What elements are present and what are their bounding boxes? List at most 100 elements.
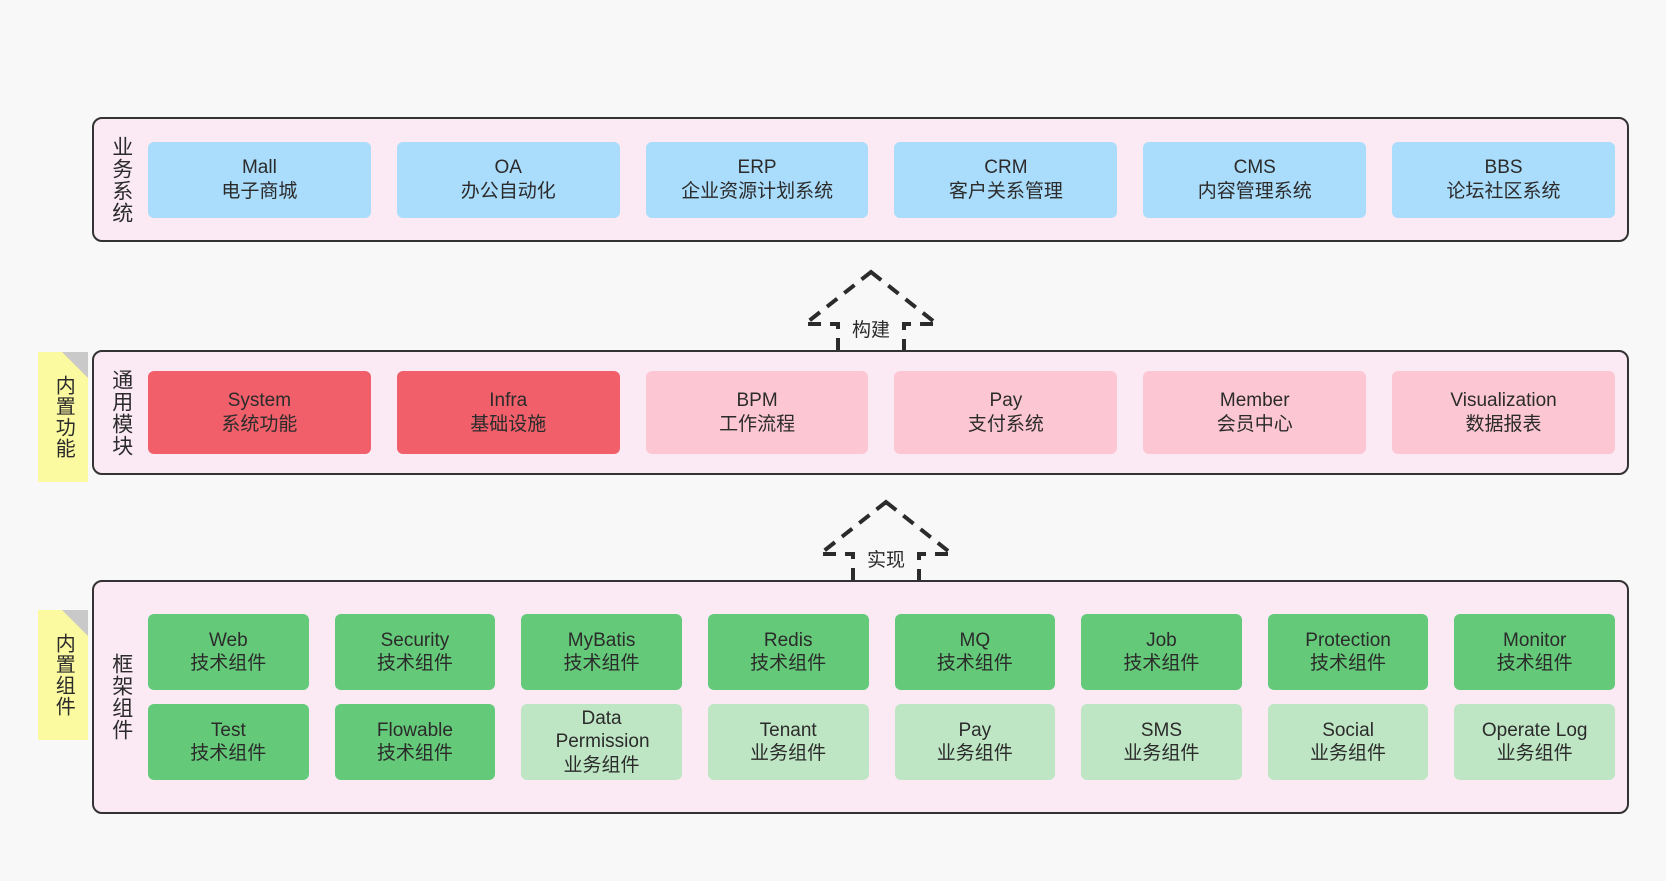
card-title: Flowable <box>376 719 453 741</box>
card-title: Data Permission <box>555 708 650 753</box>
note-label: 内置功能 <box>52 375 75 459</box>
card-mq[interactable]: MQ 技术组件 <box>894 614 1056 690</box>
card-title: BPM <box>736 390 778 412</box>
card-oa[interactable]: OA 办公自动化 <box>396 141 620 218</box>
layer-title-common-modules: 通用模块 <box>109 368 133 457</box>
card-job[interactable]: Job 技术组件 <box>1081 614 1242 690</box>
card-infra[interactable]: Infra 基础设施 <box>396 371 620 454</box>
layer-body-common-modules: System 系统功能 Infra 基础设施 BPM 工作流程 Pay 支付系统… <box>144 358 1619 467</box>
connector-build: 构建 <box>799 268 943 358</box>
card-title: Web <box>208 629 248 651</box>
card-title: CMS <box>1233 157 1276 179</box>
card-title: Job <box>1146 629 1177 651</box>
card-visualization[interactable]: Visualization 数据报表 <box>1392 371 1615 454</box>
card-subtitle: 业务组件 <box>750 743 827 764</box>
card-test[interactable]: Test 技术组件 <box>148 704 309 780</box>
card-protection[interactable]: Protection 技术组件 <box>1267 614 1429 690</box>
card-security[interactable]: Security 技术组件 <box>334 614 496 690</box>
card-subtitle: 技术组件 <box>376 653 453 674</box>
card-title: ERP <box>737 157 777 179</box>
card-subtitle: 论坛社区系统 <box>1446 180 1561 202</box>
note-builtin-features: 内置功能 <box>38 352 88 482</box>
business-systems-row: Mall 电子商城 OA 办公自动化 ERP 企业资源计划系统 CRM 客户关系… <box>148 141 1615 218</box>
card-subtitle: 会员中心 <box>1216 413 1293 435</box>
card-bbs[interactable]: BBS 论坛社区系统 <box>1392 141 1615 218</box>
card-sms[interactable]: SMS 业务组件 <box>1081 704 1242 780</box>
card-subtitle: 技术组件 <box>1310 653 1387 674</box>
card-title: Security <box>380 629 450 651</box>
card-title: Mall <box>241 157 277 179</box>
card-subtitle: 技术组件 <box>936 653 1013 674</box>
card-pay-component[interactable]: Pay 业务组件 <box>894 704 1056 780</box>
card-bpm[interactable]: BPM 工作流程 <box>645 371 869 454</box>
layer-title-framework-components: 框架组件 <box>109 653 133 741</box>
card-subtitle: 业务组件 <box>1496 743 1573 764</box>
card-subtitle: 内容管理系统 <box>1197 180 1312 202</box>
card-title: CRM <box>984 157 1028 179</box>
card-subtitle: 电子商城 <box>221 180 298 202</box>
card-title: Social <box>1322 719 1374 741</box>
card-subtitle: 客户关系管理 <box>948 180 1063 202</box>
card-subtitle: 办公自动化 <box>460 180 556 202</box>
card-title: MyBatis <box>567 629 636 651</box>
card-subtitle: 企业资源计划系统 <box>681 180 834 202</box>
card-title: Redis <box>763 629 813 651</box>
card-subtitle: 技术组件 <box>1496 653 1573 674</box>
connector-implement-label: 实现 <box>866 550 906 571</box>
card-erp[interactable]: ERP 企业资源计划系统 <box>645 141 869 218</box>
card-title: Protection <box>1305 629 1391 651</box>
connector-build-label: 构建 <box>851 320 891 341</box>
layer-body-business-systems: Mall 电子商城 OA 办公自动化 ERP 企业资源计划系统 CRM 客户关系… <box>144 125 1619 234</box>
card-title: Visualization <box>1450 390 1557 412</box>
card-title: Infra <box>489 390 528 412</box>
card-web[interactable]: Web 技术组件 <box>148 614 309 690</box>
card-subtitle: 技术组件 <box>190 743 267 764</box>
card-data-permission[interactable]: Data Permission 业务组件 <box>521 704 682 780</box>
card-pay-module[interactable]: Pay 支付系统 <box>894 371 1118 454</box>
card-flowable[interactable]: Flowable 技术组件 <box>334 704 496 780</box>
build-arrow-shape <box>799 269 943 358</box>
card-system[interactable]: System 系统功能 <box>148 371 371 454</box>
card-mybatis[interactable]: MyBatis 技术组件 <box>521 614 682 690</box>
framework-components-row-2: Test 技术组件 Flowable 技术组件 Data Permission … <box>148 704 1615 780</box>
card-subtitle: 技术组件 <box>1123 653 1200 674</box>
card-title: Operate Log <box>1481 719 1588 741</box>
layer-business-systems: 业务系统 Mall 电子商城 OA 办公自动化 ERP 企业资源计划系统 CRM <box>92 117 1629 242</box>
card-operate-log[interactable]: Operate Log 业务组件 <box>1454 704 1615 780</box>
note-label: 内置组件 <box>52 633 75 717</box>
card-title: Pay <box>989 390 1023 412</box>
card-subtitle: 技术组件 <box>563 653 640 674</box>
card-title: OA <box>494 157 522 179</box>
card-subtitle: 数据报表 <box>1465 413 1542 435</box>
card-crm[interactable]: CRM 客户关系管理 <box>894 141 1118 218</box>
card-subtitle: 业务组件 <box>1310 743 1387 764</box>
card-tenant[interactable]: Tenant 业务组件 <box>707 704 869 780</box>
card-cms[interactable]: CMS 内容管理系统 <box>1143 141 1367 218</box>
card-subtitle: 系统功能 <box>221 413 298 435</box>
card-subtitle: 业务组件 <box>1123 743 1200 764</box>
layer-title-business-systems: 业务系统 <box>109 135 133 224</box>
card-title: SMS <box>1140 719 1183 741</box>
card-subtitle: 支付系统 <box>967 413 1044 435</box>
card-title: Member <box>1219 390 1290 412</box>
card-redis[interactable]: Redis 技术组件 <box>707 614 869 690</box>
connector-implement: 实现 <box>814 498 958 588</box>
card-title: Monitor <box>1503 629 1567 651</box>
card-subtitle: 工作流程 <box>719 413 796 435</box>
card-social[interactable]: Social 业务组件 <box>1267 704 1429 780</box>
card-member[interactable]: Member 会员中心 <box>1143 371 1367 454</box>
card-title: Test <box>210 719 246 741</box>
card-title: Tenant <box>759 719 817 741</box>
layer-body-framework-components: Web 技术组件 Security 技术组件 MyBatis 技术组件 Redi… <box>144 588 1619 806</box>
card-subtitle: 业务组件 <box>563 754 640 776</box>
card-title: Pay <box>958 719 992 741</box>
card-subtitle: 基础设施 <box>470 413 547 435</box>
common-modules-row: System 系统功能 Infra 基础设施 BPM 工作流程 Pay 支付系统… <box>148 371 1615 454</box>
card-monitor[interactable]: Monitor 技术组件 <box>1454 614 1615 690</box>
card-subtitle: 技术组件 <box>750 653 827 674</box>
card-mall[interactable]: Mall 电子商城 <box>148 141 371 218</box>
card-subtitle: 技术组件 <box>376 743 453 764</box>
note-builtin-components: 内置组件 <box>38 610 88 740</box>
implement-arrow-shape <box>814 499 958 588</box>
